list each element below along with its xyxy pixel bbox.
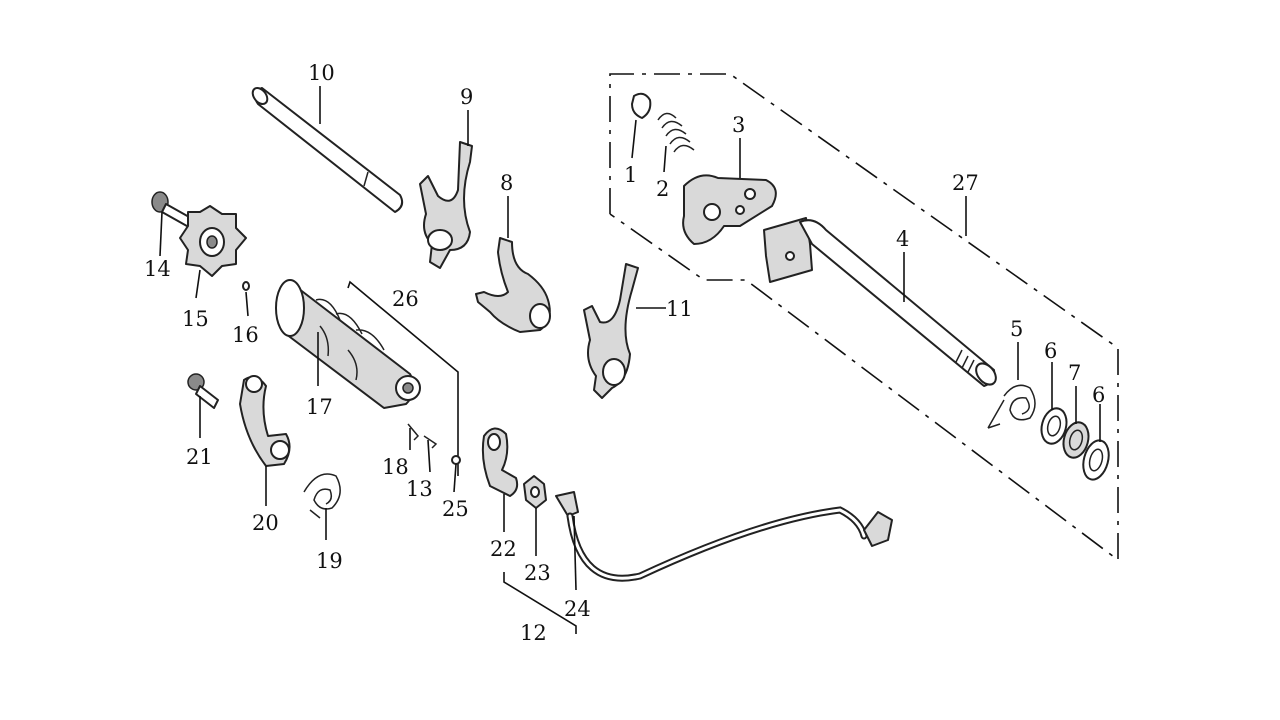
neutral-switch-22 [481, 427, 519, 497]
label-7: 7 [1068, 361, 1081, 385]
label-27: 27 [952, 171, 979, 195]
label-6a: 6 [1044, 339, 1057, 363]
label-14: 14 [144, 257, 171, 281]
label-3: 3 [732, 113, 745, 137]
shift-shaft-4 [763, 217, 997, 387]
label-17: 17 [306, 395, 333, 419]
label-23: 23 [524, 561, 551, 585]
label-8: 8 [500, 171, 513, 195]
label-19: 19 [316, 549, 343, 573]
bolt-21 [187, 373, 219, 409]
shift-fork-9 [419, 141, 473, 269]
label-11: 11 [666, 297, 693, 321]
wire-24 [555, 491, 893, 582]
part-labels: 10 9 8 11 1 2 3 4 27 5 6 7 6 14 15 16 26… [144, 61, 1105, 645]
label-21: 21 [186, 445, 213, 469]
label-12: 12 [520, 621, 547, 645]
label-20: 20 [252, 511, 279, 535]
label-6b: 6 [1092, 383, 1105, 407]
star-plate-15 [179, 205, 247, 277]
label-10: 10 [308, 61, 335, 85]
assembly-27-boundary [609, 73, 1119, 562]
label-24: 24 [564, 597, 591, 621]
label-13: 13 [406, 477, 433, 501]
label-2: 2 [656, 177, 669, 201]
small-pins-18-13-25 [407, 423, 461, 465]
stopper-arm-20 [239, 375, 291, 467]
bracket-12 [503, 572, 577, 634]
label-5: 5 [1010, 317, 1023, 341]
label-15: 15 [182, 307, 209, 331]
leader-lines [159, 86, 1101, 591]
label-4: 4 [896, 227, 909, 251]
label-16: 16 [232, 323, 259, 347]
spring-2 [657, 112, 695, 153]
shift-fork-8 [475, 237, 551, 333]
shift-fork-11 [583, 263, 639, 399]
label-22: 22 [490, 537, 517, 561]
clip-1 [631, 92, 652, 119]
nut-23 [523, 475, 547, 509]
label-18: 18 [382, 455, 409, 479]
shift-drum-17 [275, 279, 421, 409]
washer-6b [1082, 439, 1110, 481]
return-spring-5 [987, 384, 1036, 429]
washer-6a [1040, 407, 1068, 445]
plate-3 [682, 174, 777, 245]
washer-7 [1062, 421, 1090, 459]
bracket-26 [347, 280, 459, 476]
spring-19 [303, 473, 341, 519]
fork-shaft-10 [251, 87, 404, 213]
label-1: 1 [624, 163, 637, 187]
pin-16 [242, 281, 250, 291]
label-25: 25 [442, 497, 469, 521]
label-26: 26 [392, 287, 419, 311]
label-9: 9 [460, 85, 473, 109]
